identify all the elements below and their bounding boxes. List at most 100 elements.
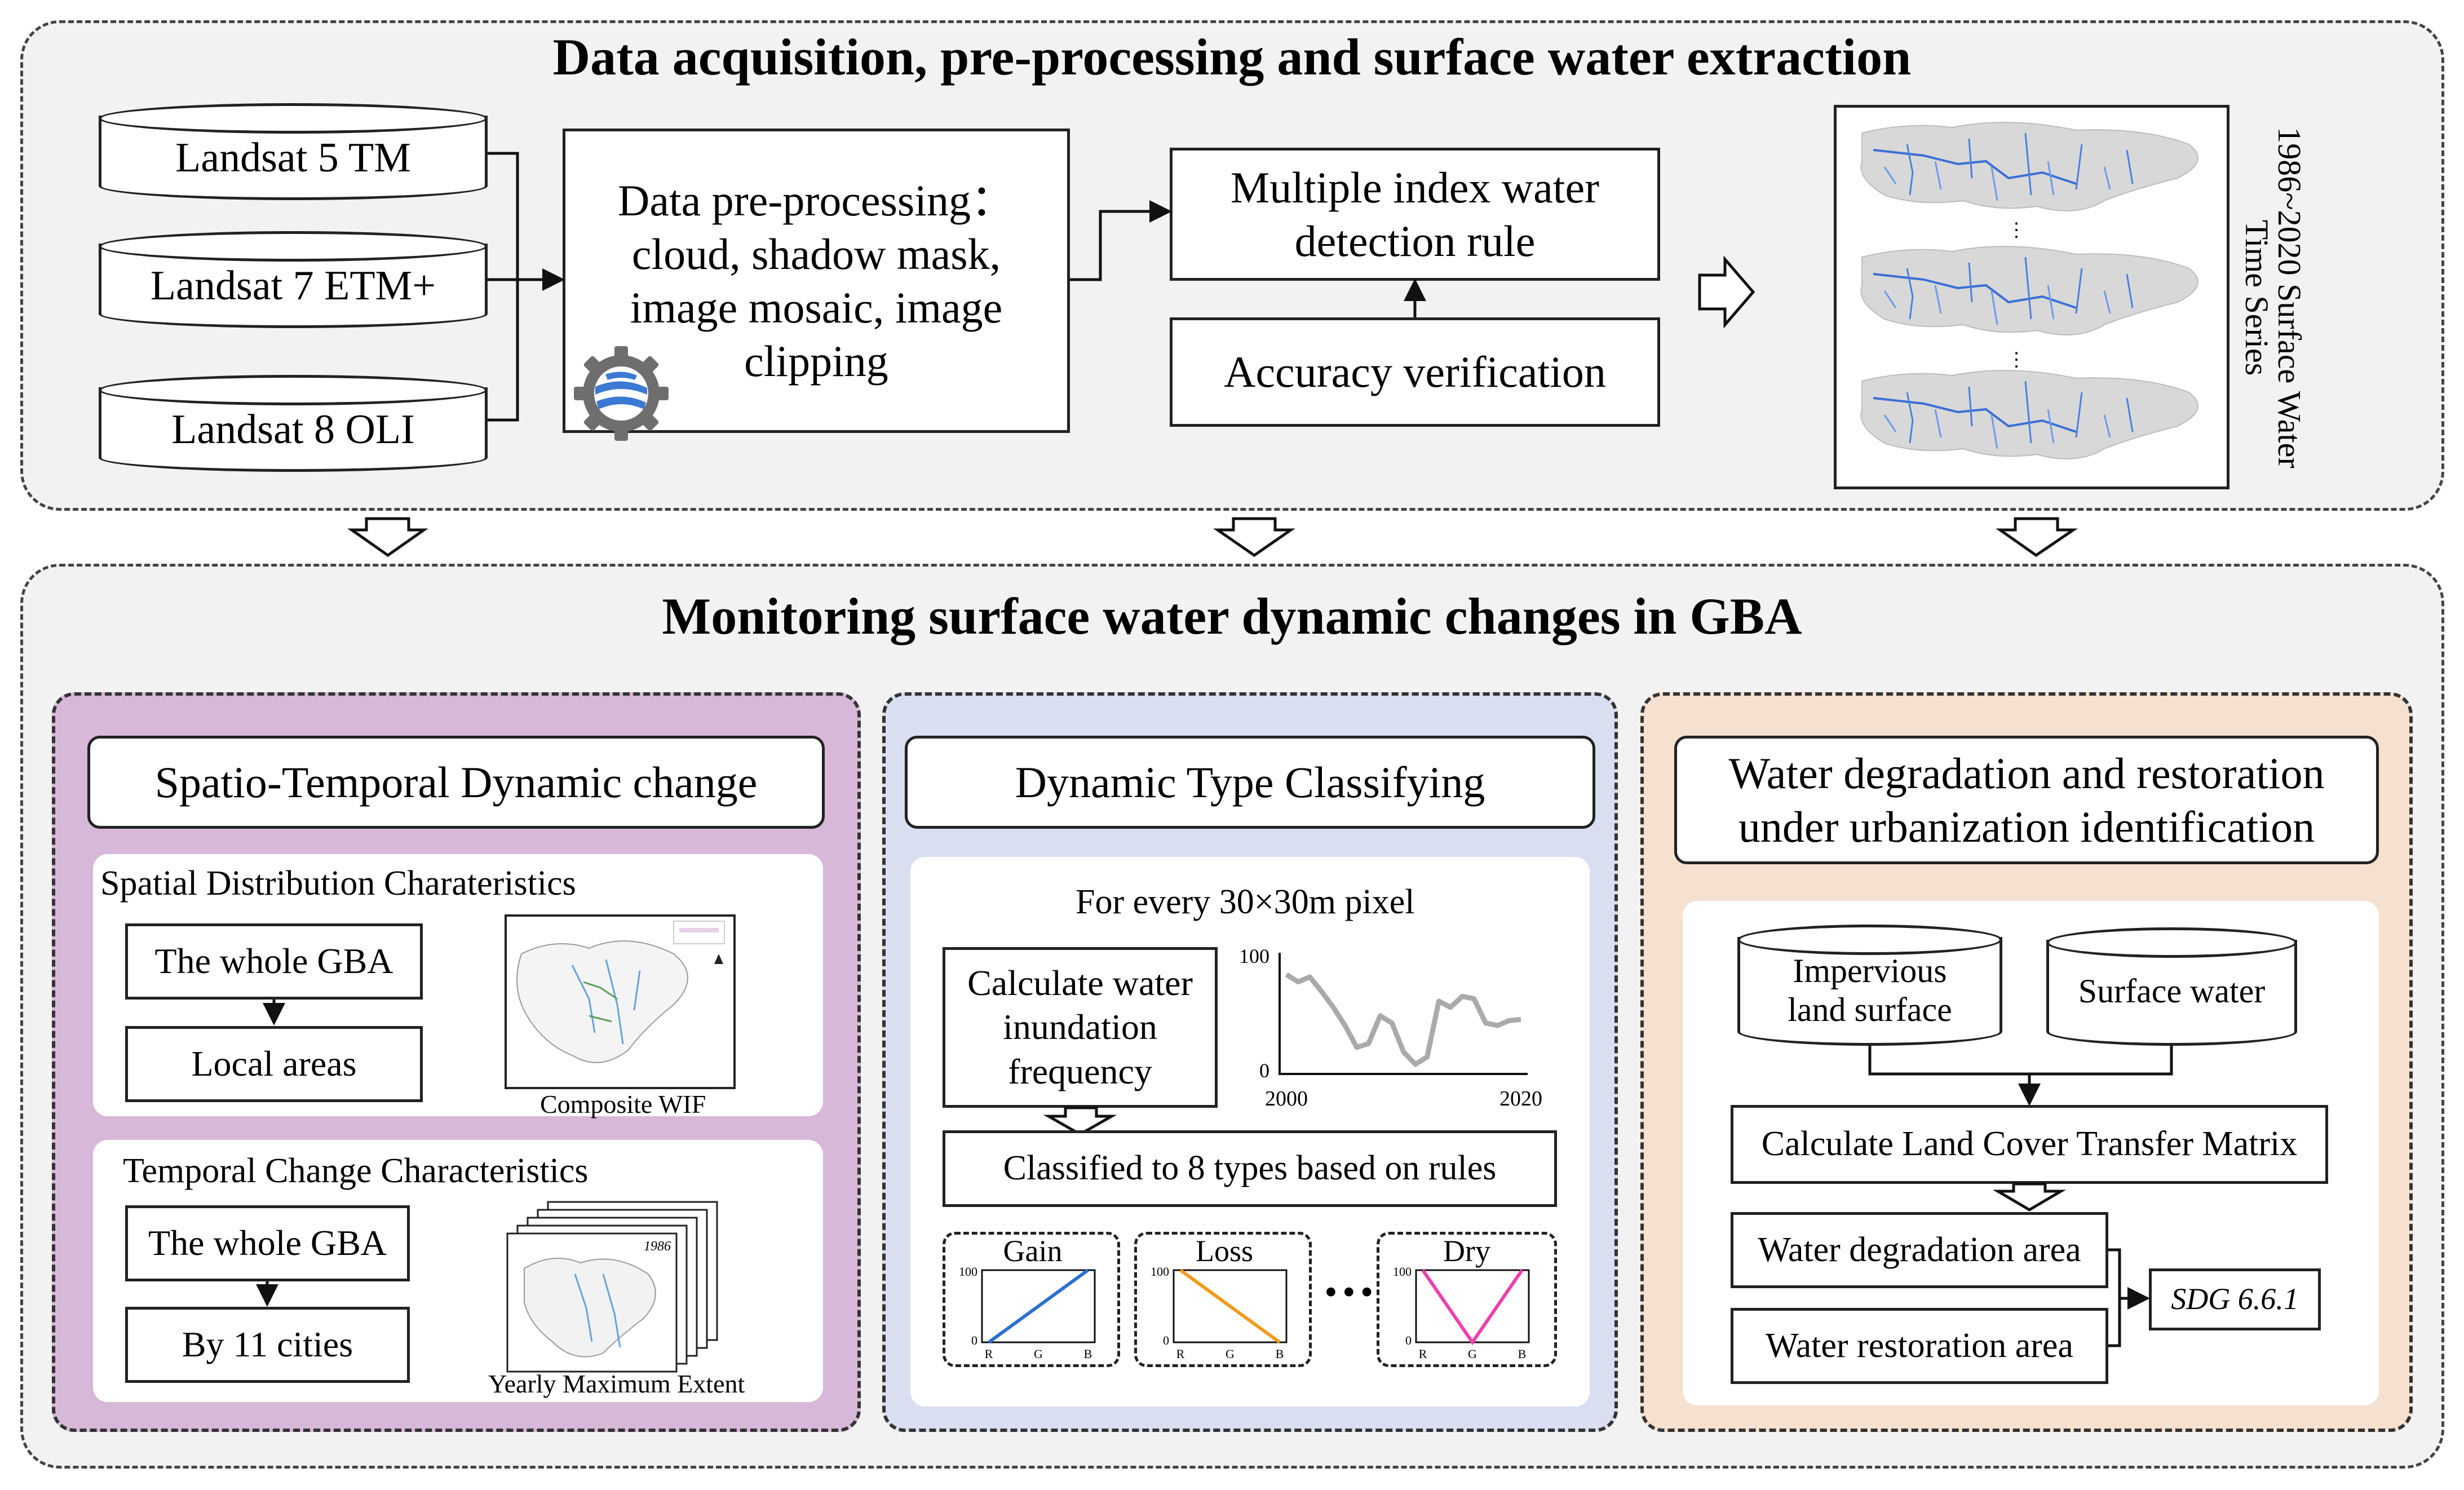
dynamic-type-header-label: Dynamic Type Classifying xyxy=(1015,757,1485,807)
spatial-local-areas-label: Local areas xyxy=(191,1044,357,1084)
landsat8-cylinder: Landsat 8 OLI xyxy=(99,375,488,472)
monitoring-title: Monitoring surface water dynamic changes… xyxy=(662,587,1802,645)
surface-water-cylinder: Surface water xyxy=(2046,927,2297,1046)
detection-line1: Multiple index water xyxy=(1230,162,1600,212)
spatio-temporal-header: Spatio-Temporal Dynamic change xyxy=(87,736,825,829)
gain-ytick-top: 100 xyxy=(959,1264,977,1279)
landsat5-cylinder: Landsat 5 TM xyxy=(99,103,488,200)
frequency-line-chart: 100 0 2000 2020 xyxy=(1239,945,1542,1111)
transfer-matrix-label: Calculate Land Cover Transfer Matrix xyxy=(1761,1125,2298,1164)
loss-line xyxy=(1179,1268,1281,1344)
dry-type-box xyxy=(1377,1232,1557,1367)
calc-line3: frequency xyxy=(1008,1051,1152,1091)
temporal-heading: Temporal Change Characteristics xyxy=(123,1152,589,1190)
acquisition-title: Data acquisition, pre-processing and sur… xyxy=(552,28,1912,86)
degradation-header-line1: Water degradation and restoration xyxy=(1728,748,2325,798)
loss-type-box xyxy=(1134,1232,1312,1367)
dry-ytick-bottom: 0 xyxy=(1405,1333,1412,1347)
preprocess-line2: cloud, shadow mask, xyxy=(631,229,1001,278)
sdg-label: SDG 6.6.1 xyxy=(2171,1282,2299,1316)
gain-ytick-bottom: 0 xyxy=(971,1333,977,1347)
gain-type-box xyxy=(943,1232,1120,1367)
matrix-down-arrow xyxy=(1992,1182,2067,1212)
preprocess-line4: clipping xyxy=(744,337,888,386)
water-restoration-box: Water restoration area xyxy=(1731,1308,2108,1384)
water-degradation-label: Water degradation area xyxy=(1758,1230,2081,1269)
gain-title: Gain xyxy=(1003,1234,1063,1268)
freq-axes xyxy=(1279,953,1528,1075)
water-restoration-label: Water restoration area xyxy=(1766,1326,2073,1365)
impervious-line2: land surface xyxy=(1788,991,1952,1028)
temporal-cities-box: By 11 cities xyxy=(125,1307,410,1383)
gain-xtick-R: R xyxy=(985,1347,993,1361)
calc-line1: Calculate water xyxy=(967,963,1193,1003)
preprocess-line1: Data pre-processing： xyxy=(618,175,1015,225)
impervious-line1: Impervious xyxy=(1793,952,1947,989)
spatial-whole-gba-label: The whole GBA xyxy=(154,941,393,981)
loss-ytick-top: 100 xyxy=(1151,1264,1169,1279)
sdg-box: SDG 6.6.1 xyxy=(2149,1268,2321,1330)
dry-title: Dry xyxy=(1443,1234,1490,1268)
down-arrow-middle xyxy=(1213,517,1296,558)
spatial-local-areas-box: Local areas xyxy=(125,1026,423,1102)
gain-xtick-G: G xyxy=(1034,1347,1043,1361)
landsat8-cylinder-top xyxy=(99,375,488,405)
spatio-temporal-header-label: Spatio-Temporal Dynamic change xyxy=(154,757,758,807)
calc-line2: inundation xyxy=(1003,1007,1157,1047)
impervious-cylinder: Impervious land surface xyxy=(1737,925,2002,1046)
gain-xtick-B: B xyxy=(1084,1347,1092,1361)
degradation-header-line2: under urbanization identification xyxy=(1738,802,2315,851)
pixel-intro: For every 30×30m pixel xyxy=(1076,883,1415,921)
loss-ytick-bottom: 0 xyxy=(1163,1333,1169,1347)
dynamic-type-header: Dynamic Type Classifying xyxy=(905,736,1595,829)
yearly-extent-caption: Yearly Maximum Extent xyxy=(488,1369,745,1398)
yearly-extent-stack xyxy=(506,1201,718,1373)
loss-xtick-B: B xyxy=(1276,1347,1284,1361)
impervious-cylinder-top xyxy=(1737,925,2002,955)
temporal-cities-label: By 11 cities xyxy=(182,1324,353,1365)
series-ellipsis-2: ⋮ xyxy=(2007,350,2026,370)
types-ellipsis: ••• xyxy=(1322,1275,1376,1311)
dry-line xyxy=(1421,1269,1524,1346)
down-arrow-right xyxy=(1996,517,2078,558)
top-connectors xyxy=(488,152,1755,422)
inundation-frequency-box: Calculate water inundation frequency xyxy=(943,947,1218,1108)
spatial-heading: Spatial Distribution Charateristics xyxy=(100,864,576,903)
landsat7-cylinder: Landsat 7 ETM+ xyxy=(99,231,488,328)
detection-line2: detection rule xyxy=(1294,216,1536,266)
yearly-stack-year: 1986 xyxy=(644,1239,671,1254)
loss-plot-frame xyxy=(1173,1269,1288,1343)
freq-xtick-right: 2020 xyxy=(1499,1087,1542,1111)
classified-label: Classified to 8 types based on rules xyxy=(1003,1149,1497,1188)
freq-xtick-left: 2000 xyxy=(1265,1087,1308,1111)
classified-box: Classified to 8 types based on rules xyxy=(943,1130,1557,1207)
dry-xtick-R: R xyxy=(1419,1347,1427,1361)
freq-ytick-bottom: 0 xyxy=(1259,1059,1269,1082)
transfer-matrix-box: Calculate Land Cover Transfer Matrix xyxy=(1731,1105,2328,1184)
preprocess-line3: image mosaic, image xyxy=(630,283,1003,332)
freq-series-line xyxy=(1285,972,1521,1067)
loss-xtick-R: R xyxy=(1176,1347,1185,1361)
impervious-label: Impervious land surface xyxy=(1737,937,2002,1046)
landsat5-cylinder-top xyxy=(99,103,488,134)
series-ellipsis-1: ⋮ xyxy=(2007,220,2026,241)
earth-engine-icon xyxy=(574,346,669,441)
dry-xtick-B: B xyxy=(1518,1347,1527,1361)
landsat7-cylinder-top xyxy=(99,231,488,262)
composite-wif-graphic xyxy=(516,921,725,1063)
accuracy-label: Accuracy verification xyxy=(1224,347,1606,397)
water-degradation-box: Water degradation area xyxy=(1731,1212,2108,1288)
surface-water-cylinder-top xyxy=(2046,927,2297,958)
detection-rule-box: Multiple index water detection rule xyxy=(1170,148,1660,281)
temporal-whole-gba-box: The whole GBA xyxy=(125,1205,410,1281)
down-arrow-left xyxy=(347,517,428,558)
gain-line xyxy=(988,1268,1089,1344)
accuracy-verification-box: Accuracy verification xyxy=(1170,317,1660,427)
dry-ytick-top: 100 xyxy=(1393,1264,1412,1279)
down-arrows xyxy=(347,517,2078,558)
freq-ytick-top: 100 xyxy=(1239,945,1269,967)
